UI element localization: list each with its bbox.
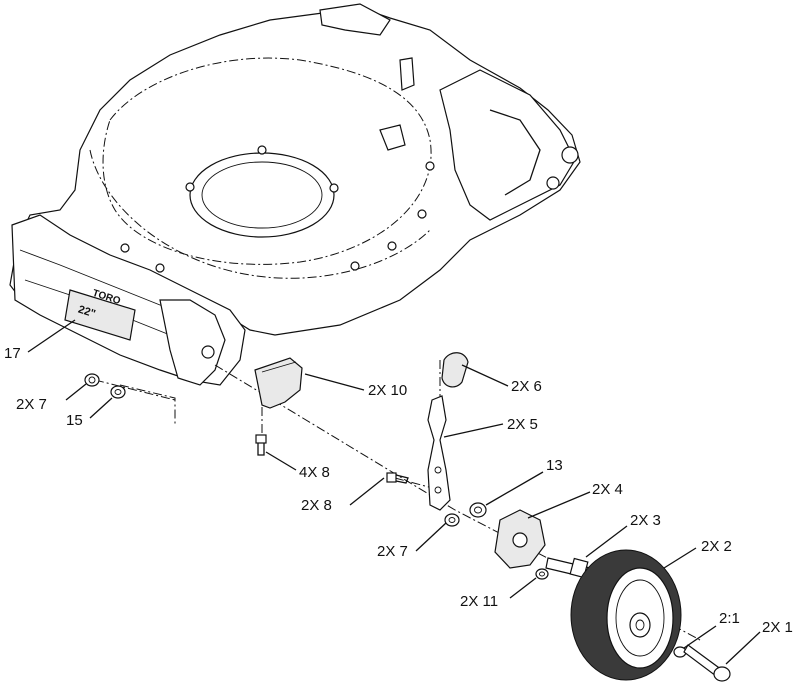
callout-2x8: 2X 8 (301, 497, 332, 514)
callout-2x7-right: 2X 7 (377, 543, 408, 560)
callout-2x7-left: 2X 7 (16, 396, 47, 413)
callout-2x11: 2X 11 (460, 593, 499, 610)
wheel (570, 549, 682, 681)
mower-deck (9, 3, 581, 386)
height-knob (441, 352, 469, 388)
leader-lines (27, 319, 761, 665)
callout-4x8: 4X 8 (299, 464, 330, 481)
callout-2x4: 2X 4 (592, 481, 623, 498)
callout-2-1: 2:1 (719, 610, 740, 627)
callout-13: 13 (546, 457, 563, 474)
callout-2x1: 2X 1 (762, 619, 793, 636)
washer-11 (535, 568, 549, 580)
axle-bolt (683, 644, 731, 682)
height-lever (427, 395, 451, 511)
callout-15: 15 (66, 412, 83, 429)
spacer-13 (469, 502, 487, 518)
nut-left (84, 373, 100, 387)
height-adjust-plate (254, 357, 303, 409)
washer-15 (110, 385, 126, 399)
wheel-bolt (545, 557, 591, 579)
deck-bolts (120, 145, 435, 273)
callout-2x10: 2X 10 (368, 382, 408, 399)
callout-17: 17 (4, 345, 21, 362)
callout-2x5: 2X 5 (507, 416, 538, 433)
callout-2x2: 2X 2 (701, 538, 732, 555)
callout-2x6: 2X 6 (511, 378, 542, 395)
nut-right (444, 513, 460, 527)
callout-2x3: 2X 3 (630, 512, 661, 529)
deck-center-opening (189, 152, 335, 238)
screw-vertical (255, 434, 267, 456)
screw-horizontal (386, 472, 409, 484)
